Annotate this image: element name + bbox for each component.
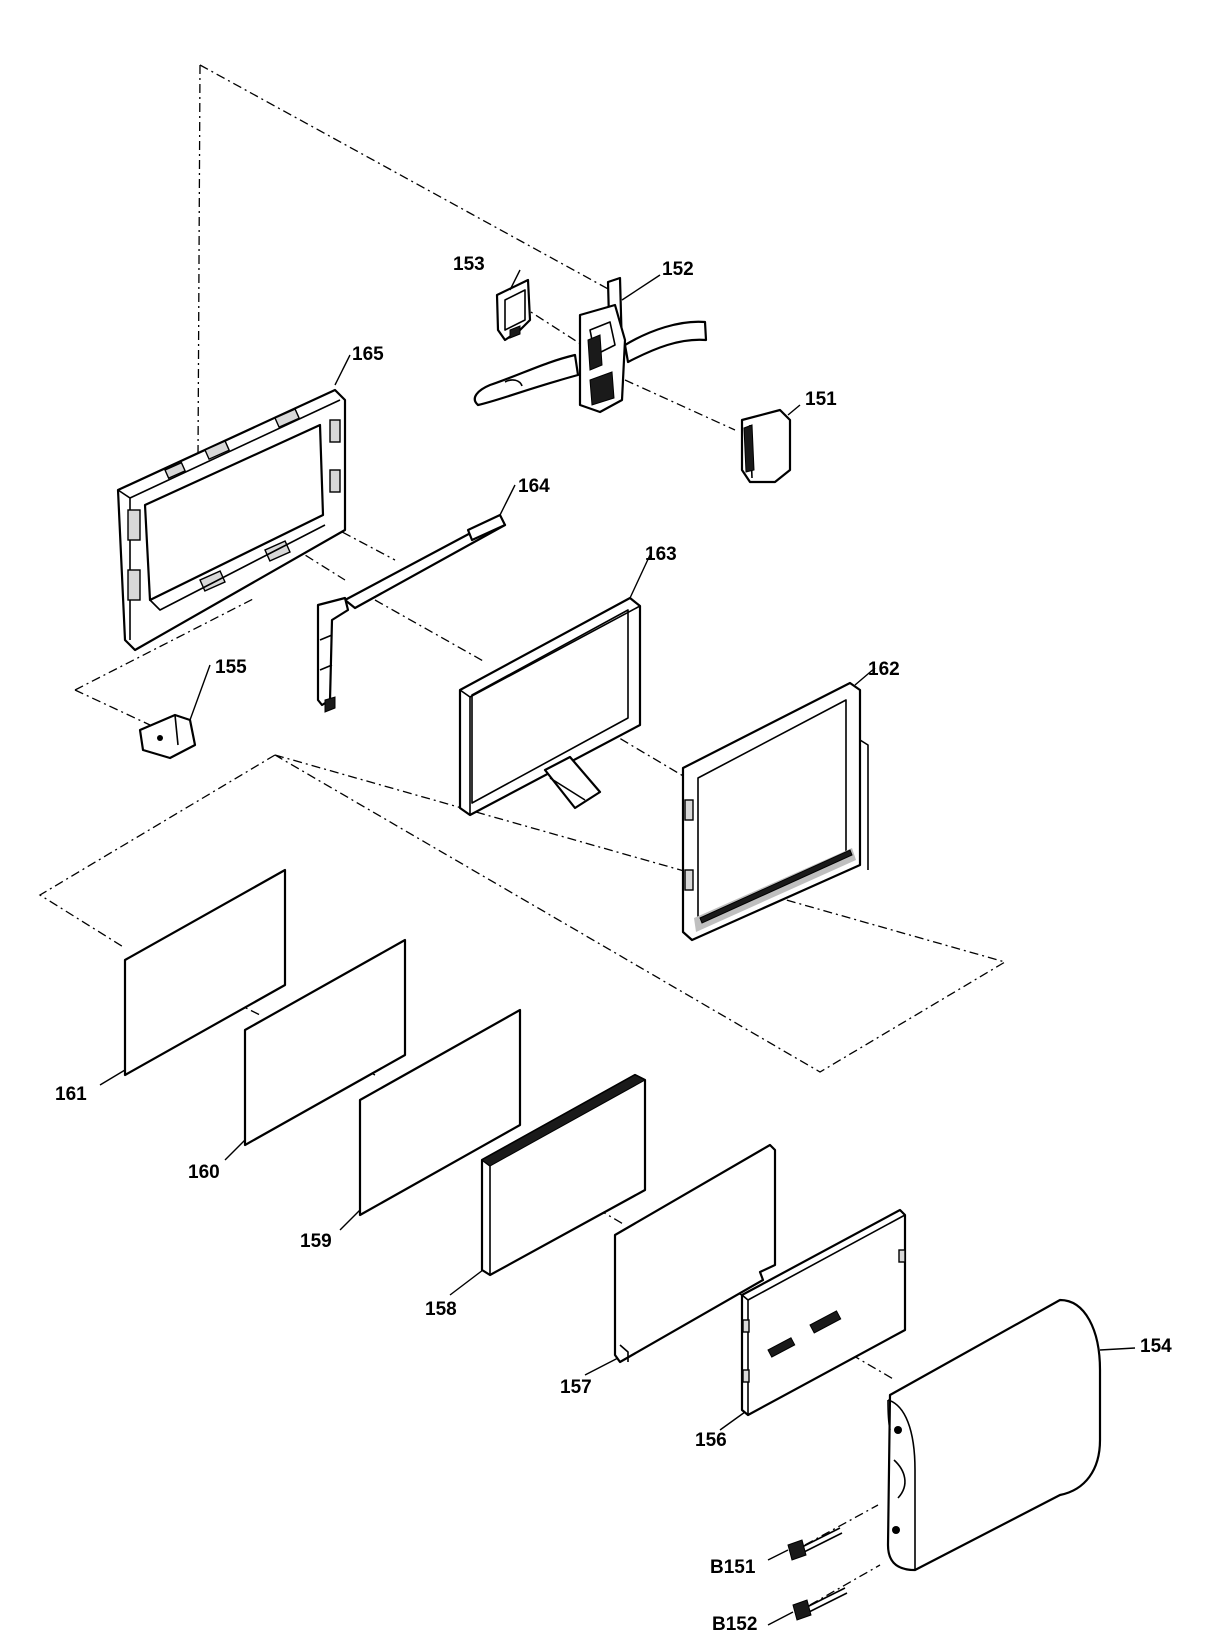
label-151: 151 [805,389,837,410]
label-b152: B152 [712,1614,757,1634]
part-151-hinge-cover [740,408,792,484]
screw-b152 [792,1587,848,1621]
label-155: 155 [215,657,247,678]
part-157-reflector-sheet [613,1143,777,1364]
part-162-bezel-frame [681,681,869,942]
label-153: 153 [453,254,485,275]
label-165: 165 [352,344,384,365]
label-154: 154 [1140,1336,1172,1357]
part-152-hinge-assembly [473,276,708,414]
part-159-film [358,1008,522,1217]
screw-b151 [787,1527,843,1561]
label-158: 158 [425,1299,457,1320]
label-162: 162 [868,659,900,680]
label-161: 161 [55,1084,87,1105]
part-156-backlight-board [740,1208,907,1417]
label-163: 163 [645,544,677,565]
label-157: 157 [560,1377,592,1398]
label-164: 164 [518,476,550,497]
label-152: 152 [662,259,694,280]
leader-lines [99,269,1136,1626]
part-161-film [123,868,287,1077]
part-labels: 153 152 151 165 164 163 162 155 161 160 … [55,254,1172,1634]
part-164-flex-cable [316,513,507,713]
part-155-small-bracket [138,713,197,760]
label-b151: B151 [710,1557,756,1578]
label-156: 156 [695,1430,727,1451]
part-160-film [243,938,407,1147]
part-153-hinge-bracket [495,278,532,342]
part-163-lcd-panel [458,596,642,817]
part-158-light-guide [480,1073,647,1277]
part-154-outer-cover [886,1298,1102,1572]
label-159: 159 [300,1231,332,1252]
label-160: 160 [188,1162,220,1183]
part-165-rear-frame [116,388,347,652]
